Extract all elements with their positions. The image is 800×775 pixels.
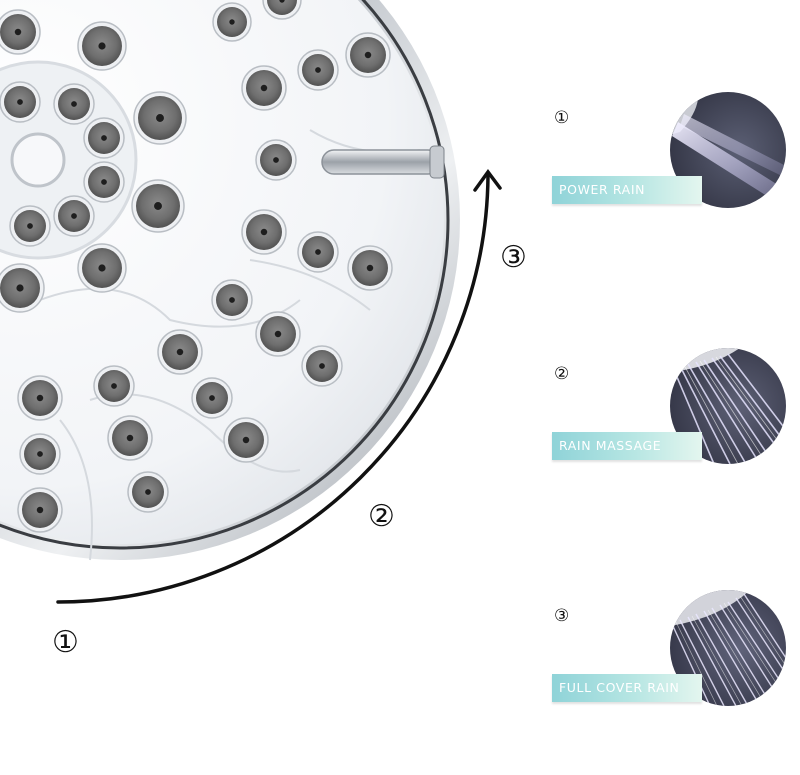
nozzle	[83, 117, 125, 159]
nozzle	[212, 2, 252, 42]
rain-massage-spray-photo	[670, 348, 786, 464]
nozzle	[255, 139, 297, 181]
nozzle	[107, 415, 153, 461]
nozzle	[53, 83, 95, 125]
nozzle	[53, 195, 95, 237]
rotation-arrow	[56, 169, 502, 604]
mode-number: ①	[554, 108, 570, 128]
mode-number: ②	[554, 364, 570, 384]
nozzle	[157, 329, 203, 375]
nozzle	[347, 245, 393, 291]
nozzle	[241, 65, 287, 111]
nozzle	[223, 417, 269, 463]
nozzle	[0, 9, 41, 55]
nozzle	[127, 471, 169, 513]
nozzle	[17, 375, 63, 421]
nozzle	[262, 0, 302, 20]
nozzle	[191, 377, 233, 419]
rotation-arc	[56, 174, 490, 604]
mode-rain-massage: ② RAIN MASSAGE	[552, 348, 792, 478]
nozzle	[133, 91, 187, 145]
nozzle	[131, 179, 185, 233]
nozzle	[297, 49, 339, 91]
arrow-head-icon	[473, 169, 502, 192]
nozzle	[77, 21, 127, 71]
rotation-step-1: ①	[52, 625, 79, 660]
nozzle	[297, 231, 339, 273]
nozzle	[255, 311, 301, 357]
nozzle	[345, 32, 391, 78]
nozzle	[83, 161, 125, 203]
nozzle	[0, 81, 41, 123]
rotation-step-3: ③	[500, 240, 527, 275]
nozzle	[301, 345, 343, 387]
nozzle	[19, 433, 61, 475]
shower-head-rim-inner-line	[0, 0, 450, 550]
mode-label: POWER RAIN	[552, 176, 702, 204]
nozzle	[93, 365, 135, 407]
nozzle	[211, 279, 253, 321]
nozzle	[17, 487, 63, 533]
shower-head	[0, 0, 460, 561]
mode-label: RAIN MASSAGE	[552, 432, 702, 460]
nozzle	[9, 205, 51, 247]
mode-label: FULL COVER RAIN	[552, 674, 702, 702]
nozzle	[0, 263, 45, 313]
mode-power-rain: ① POWER RAIN	[552, 92, 792, 222]
mode-number: ③	[554, 606, 570, 626]
nozzle-array	[0, 0, 393, 533]
nozzle	[241, 209, 287, 255]
power-rain-spray-photo	[670, 92, 786, 208]
mode-full-cover-rain: ③ FULL COVER RAIN	[552, 590, 792, 720]
rotation-step-2: ②	[368, 499, 395, 534]
center-cap	[10, 132, 66, 188]
mode-lever	[321, 145, 445, 179]
nozzle	[77, 243, 127, 293]
